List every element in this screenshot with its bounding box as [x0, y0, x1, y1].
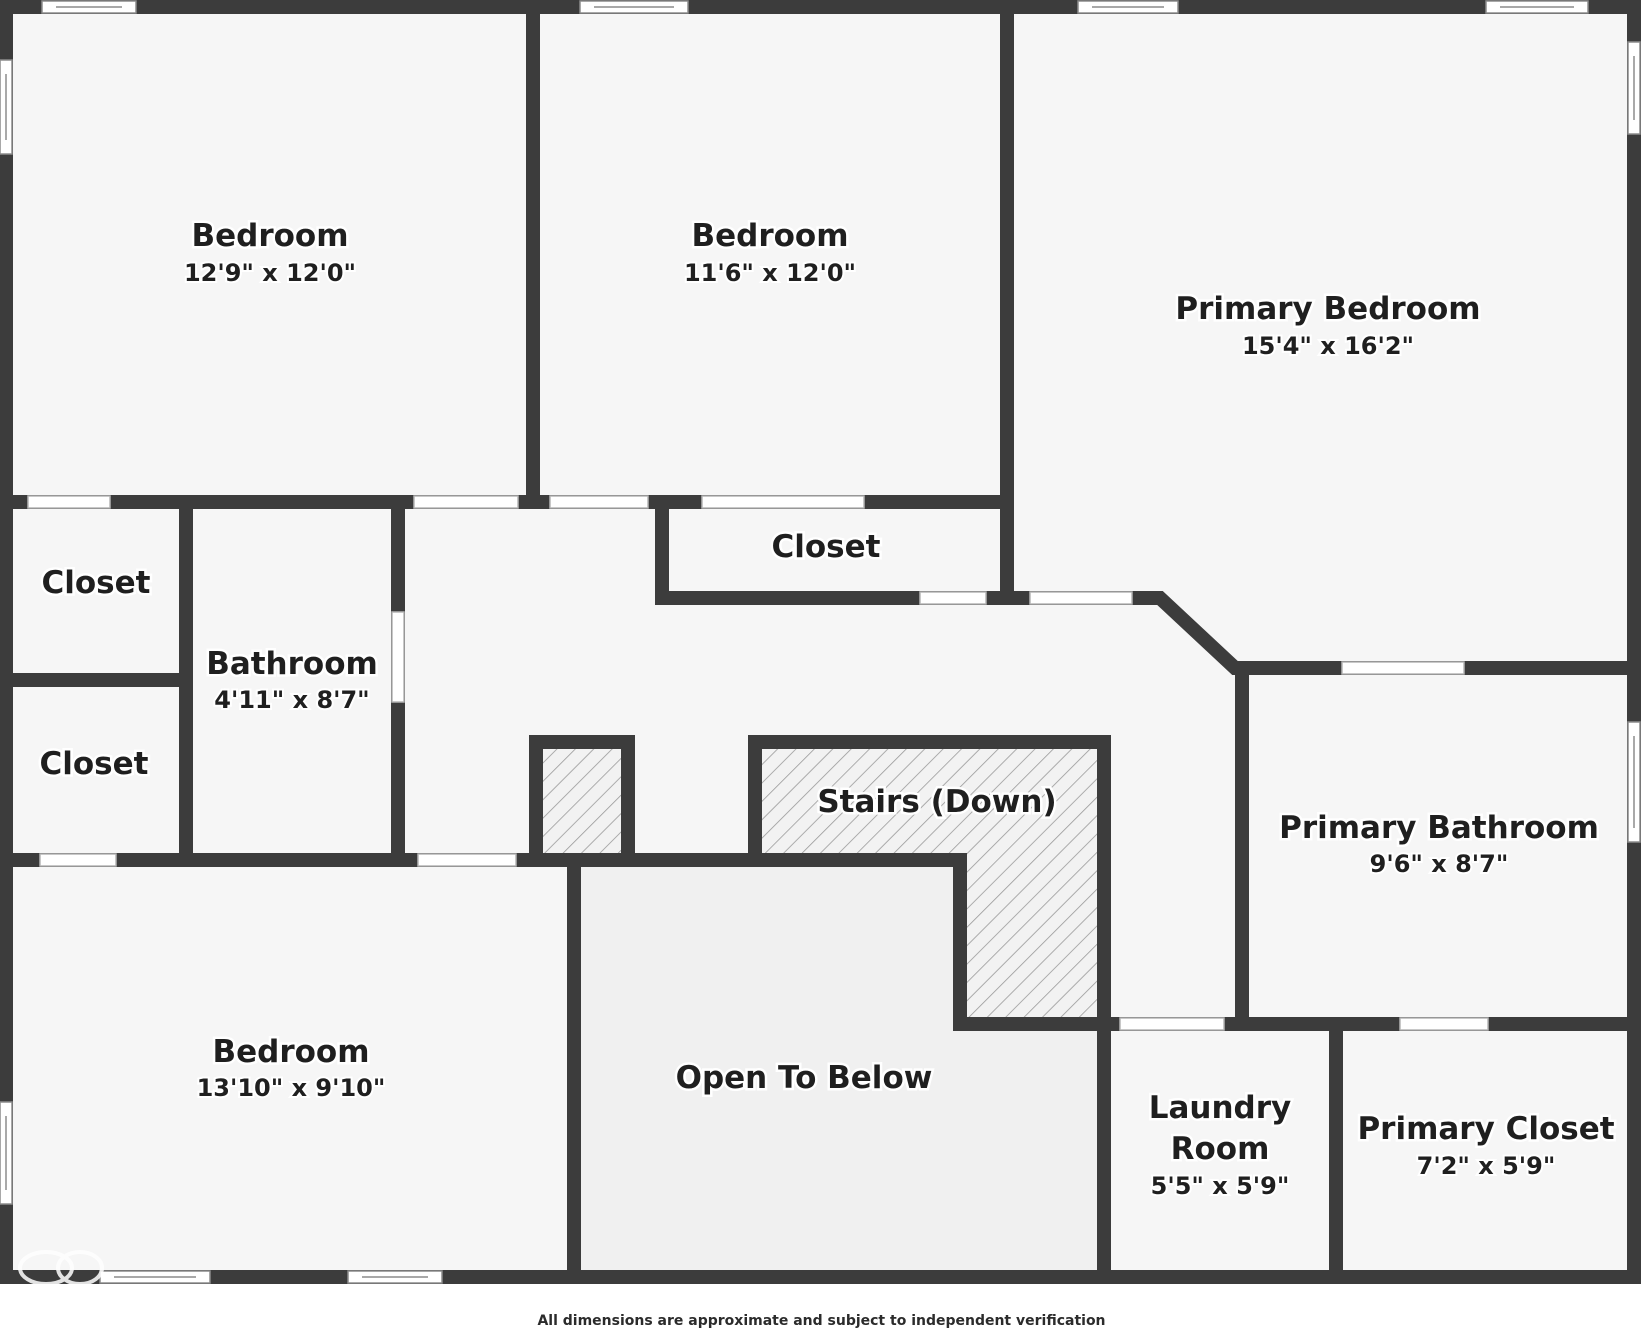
lower-closet-name: Closet [40, 746, 149, 782]
primary-closet-dims: 7'2" x 5'9" [1417, 1152, 1556, 1180]
bedroom-2-dims: 11'6" x 12'0" [684, 259, 856, 287]
open-to-below-area [574, 866, 1104, 1270]
primary-bedroom-dims: 15'4" x 16'2" [1242, 332, 1414, 360]
disclaimer-text: All dimensions are approximate and subje… [537, 1313, 1106, 1329]
bedroom-2-name: Bedroom [691, 218, 848, 254]
bedroom-3-dims: 13'10" x 9'10" [197, 1074, 386, 1102]
floor-plan: Bedroom 12'9" x 12'0" Bedroom 11'6" x 12… [0, 0, 1641, 1286]
room-labels: Bedroom 12'9" x 12'0" Bedroom 11'6" x 12… [37, 216, 1617, 1203]
primary-closet-name: Primary Closet [1357, 1111, 1614, 1147]
primary-bedroom-name: Primary Bedroom [1175, 291, 1480, 327]
watermark-logo [18, 1250, 104, 1286]
hall-closet-name: Closet [772, 529, 881, 565]
primary-bathroom-name: Primary Bathroom [1279, 810, 1599, 846]
laundry-room-name-line1: Laundry [1149, 1090, 1292, 1126]
windows [0, 0, 1641, 1284]
bathroom-dims: 4'11" x 8'7" [214, 686, 369, 714]
bedroom-3-name: Bedroom [212, 1034, 369, 1070]
upper-closet-name: Closet [42, 565, 151, 601]
bedroom-1-name: Bedroom [191, 218, 348, 254]
chimney-hatch [536, 746, 628, 866]
door-openings [27, 495, 1489, 1031]
stairs-name: Stairs (Down) [817, 784, 1056, 820]
open-to-below-name: Open To Below [676, 1060, 933, 1096]
bedroom-1-dims: 12'9" x 12'0" [184, 259, 356, 287]
laundry-room-name-line2: Room [1171, 1131, 1270, 1167]
laundry-room-dims: 5'5" x 5'9" [1151, 1172, 1290, 1200]
primary-bathroom-dims: 9'6" x 8'7" [1370, 850, 1509, 878]
bathroom-name: Bathroom [206, 646, 378, 682]
stairs-hatch [755, 746, 1104, 1024]
